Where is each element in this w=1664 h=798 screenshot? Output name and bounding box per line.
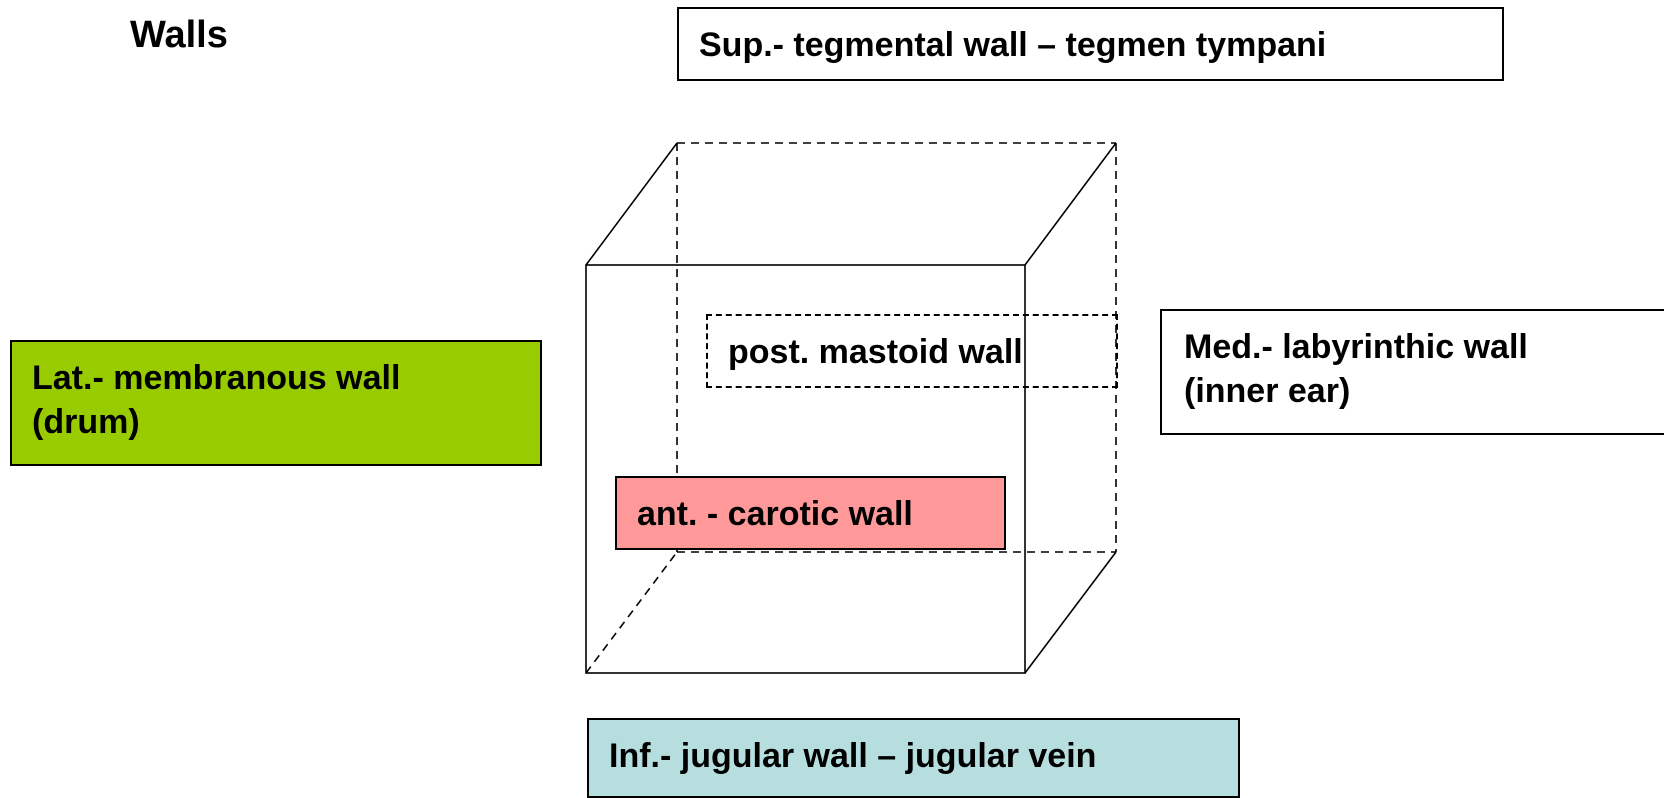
superior-wall-label: Sup.- tegmental wall – tegmen tympani (677, 7, 1504, 81)
posterior-wall-label: post. mastoid wall (706, 314, 1118, 388)
posterior-wall-text: post. mastoid wall (728, 333, 1023, 371)
cube-front-face (585, 264, 1026, 674)
cube-top-left-depth-edge (585, 142, 678, 266)
lateral-wall-text-line1: Lat.- membranous wall (32, 359, 401, 397)
anterior-wall-text: ant. - carotic wall (637, 495, 913, 533)
inferior-wall-text: Inf.- jugular wall – jugular vein (609, 737, 1097, 775)
cube-top-right-depth-edge (1024, 142, 1117, 266)
page-title: Walls (130, 14, 228, 56)
inferior-wall-label: Inf.- jugular wall – jugular vein (587, 718, 1240, 798)
medial-wall-text-line2: (inner ear) (1184, 372, 1351, 411)
lateral-wall-label: Lat.- membranous wall (drum) (10, 340, 542, 466)
anterior-wall-label: ant. - carotic wall (615, 476, 1006, 550)
medial-wall-label: Med.- labyrinthic wall (inner ear) (1160, 309, 1664, 435)
cube-bottom-left-depth-edge (585, 551, 678, 674)
superior-wall-text: Sup.- tegmental wall – tegmen tympani (699, 26, 1327, 64)
cube-bottom-right-depth-edge (1024, 551, 1117, 674)
lateral-wall-text-line2: (drum) (32, 403, 140, 442)
medial-wall-text-line1: Med.- labyrinthic wall (1184, 328, 1528, 366)
